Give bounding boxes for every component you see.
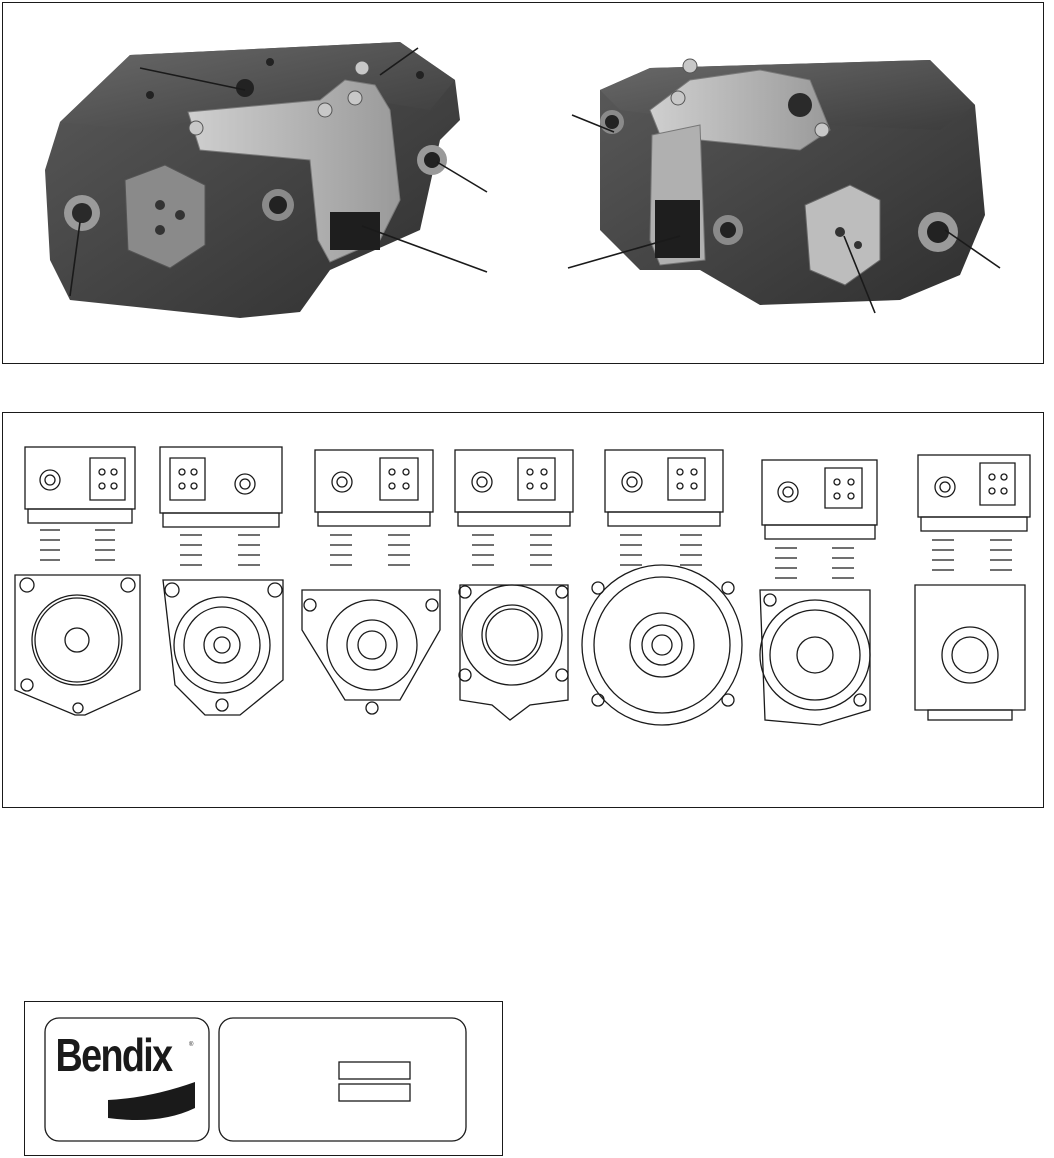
compressor-variant-1	[14, 446, 141, 716]
compressor-variant-3	[301, 449, 441, 715]
right-photo-callout-lines	[567, 114, 1001, 314]
compressor-variant-7	[914, 454, 1031, 721]
compressor-drawings-panel	[2, 412, 1044, 808]
registered-mark: ®	[189, 1042, 194, 1048]
label-field-1	[338, 1061, 411, 1080]
compressor-variant-4	[454, 449, 574, 721]
compressor-line-drawings	[14, 446, 1031, 726]
cylinder-head-photo-panel	[2, 2, 1044, 364]
bendix-swoosh-icon	[108, 1082, 195, 1121]
left-photo-callout-lines	[69, 47, 488, 297]
label-field-2	[338, 1083, 411, 1102]
compressor-variant-5	[581, 449, 743, 726]
compressor-variant-6	[759, 459, 878, 726]
identification-label	[44, 1017, 467, 1142]
compressor-variant-2	[159, 446, 284, 716]
label-plate-frame	[24, 1001, 503, 1156]
cylinder-head-left-photo	[45, 42, 460, 318]
bendix-logo: Bendix	[55, 1029, 174, 1081]
cylinder-head-right-photo	[600, 58, 985, 305]
